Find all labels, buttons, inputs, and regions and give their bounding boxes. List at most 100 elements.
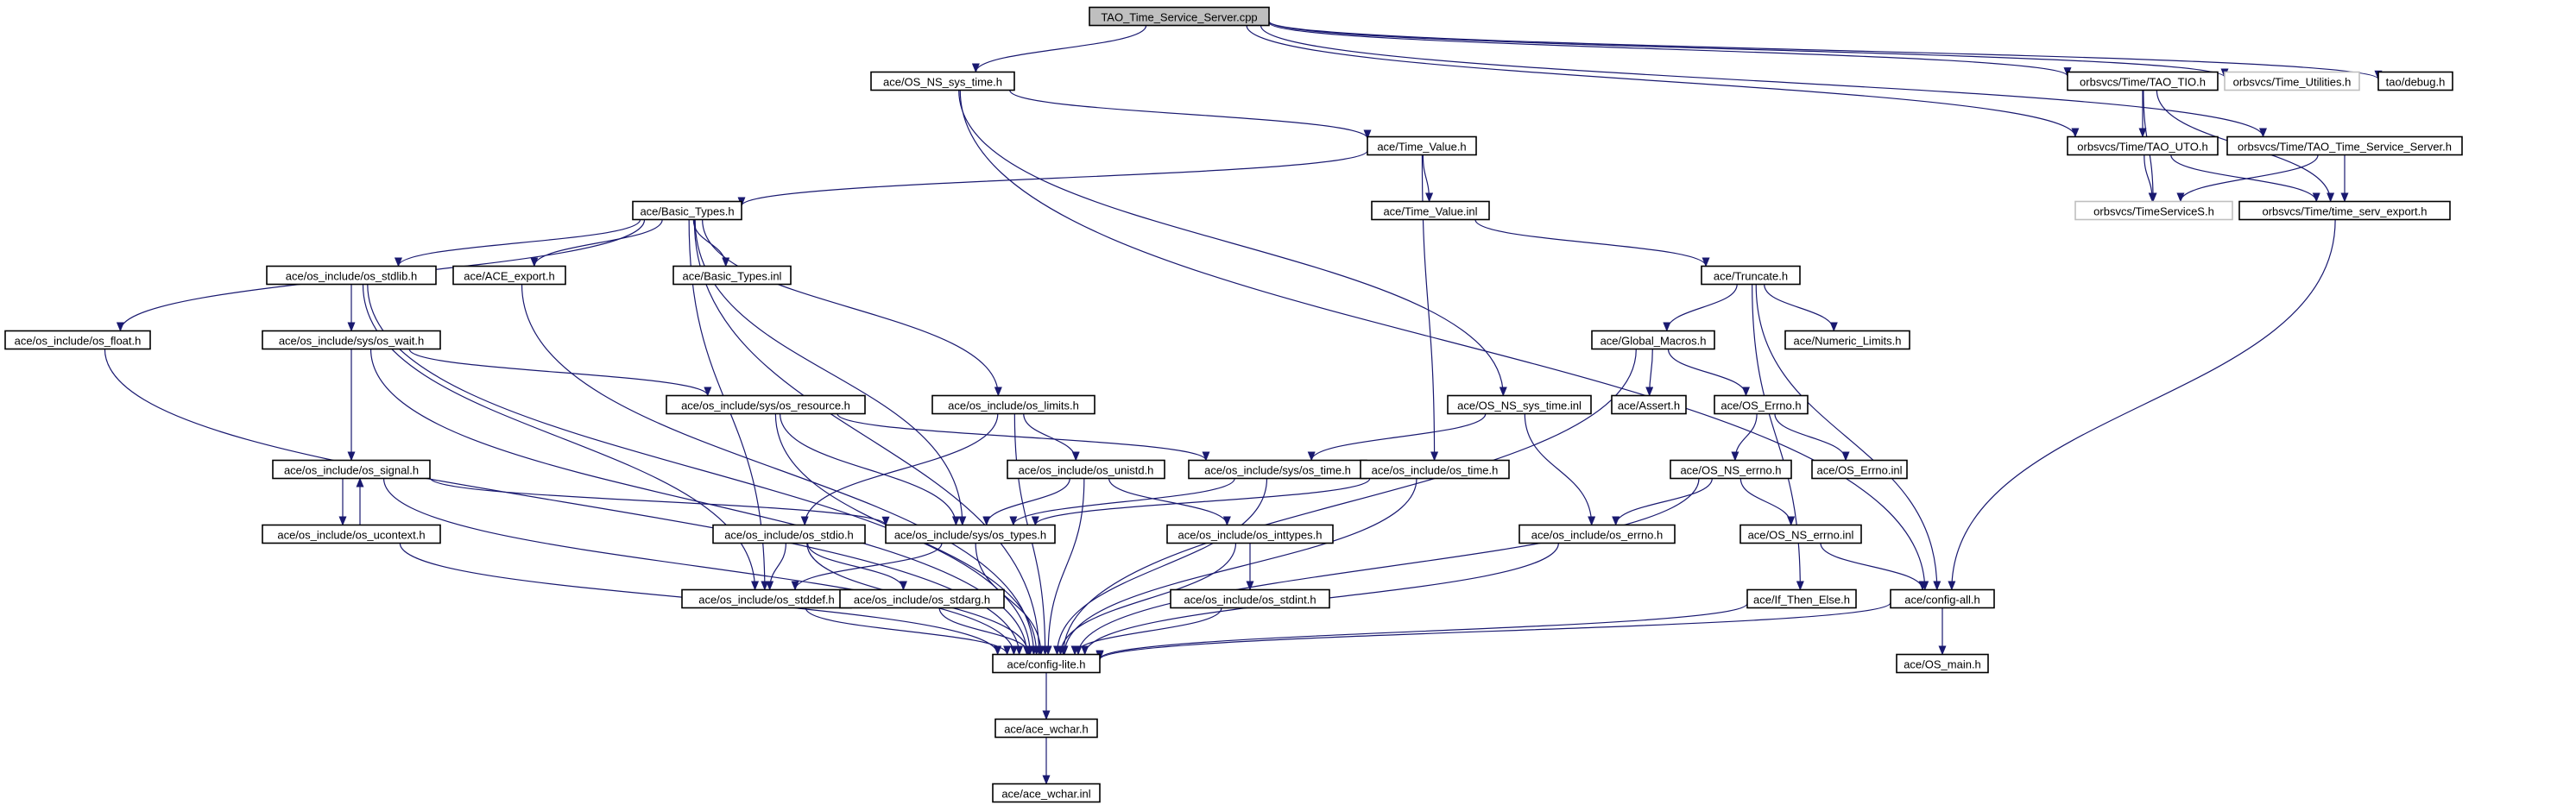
node-os-stddef-h[interactable]: ace/os_include/os_stddef.h <box>681 588 852 609</box>
node-label: ace/os_include/os_stddef.h <box>698 594 835 607</box>
node-os-time-h[interactable]: ace/os_include/os_time.h <box>1360 459 1510 480</box>
node-config-lite-h[interactable]: ace/config-lite.h <box>992 653 1101 674</box>
edge-truncate_h-to-if_then_else_h <box>1752 284 1804 591</box>
node-os-errno-inl[interactable]: ace/OS_Errno.inl <box>1811 459 1908 480</box>
node-tao-uto-h[interactable]: orbsvcs/Time/TAO_UTO.h <box>2067 135 2219 156</box>
node-os-sys-time-h[interactable]: ace/os_include/sys/os_time.h <box>1188 459 1367 480</box>
edge-root-to-tao_tio_h <box>1268 22 2072 78</box>
node-label: orbsvcs/Time/TAO_Time_Service_Server.h <box>2238 141 2452 154</box>
node-label: tao/debug.h <box>2386 76 2446 89</box>
node-box <box>885 524 1056 544</box>
node-os-resource-h[interactable]: ace/os_include/sys/os_resource.h <box>666 394 866 415</box>
edge-time_serv_export_h-to-config_all_h <box>1948 219 2336 591</box>
node-os-unistd-h[interactable]: ace/os_include/os_unistd.h <box>1007 459 1165 480</box>
node-box <box>632 200 742 221</box>
node-label: orbsvcs/Time_Utilities.h <box>2233 76 2352 89</box>
node-label: ace/os_include/sys/os_time.h <box>1204 464 1351 477</box>
node-os-stdlib-h[interactable]: ace/os_include/os_stdlib.h <box>266 265 437 286</box>
node-box <box>1739 524 1862 544</box>
node-debug-h[interactable]: tao/debug.h <box>2377 71 2453 91</box>
node-time-value-h[interactable]: ace/Time_Value.h <box>1367 135 1477 156</box>
node-box <box>994 718 1098 739</box>
node-box <box>1170 588 1330 609</box>
node-assert-h[interactable]: ace/Assert.h <box>1611 394 1687 415</box>
edge-os_resource_h-to-os_sys_time_h <box>837 413 1210 462</box>
edge-os_signal_h-to-os_types_h <box>429 477 890 526</box>
node-label: ace/Time_Value.inl <box>1383 205 1477 218</box>
edge-global_macros_h-to-config_lite_h <box>1059 349 1637 656</box>
edge-os_ns_errno_h-to-os_ns_errno_inl <box>1739 478 1796 526</box>
node-os-errno-h-ace[interactable]: ace/OS_Errno.h <box>1714 394 1809 415</box>
node-os-signal-h[interactable]: ace/os_include/os_signal.h <box>272 459 431 480</box>
node-truncate-h[interactable]: ace/Truncate.h <box>1701 265 1801 286</box>
node-config-all-h[interactable]: ace/config-all.h <box>1890 588 1995 609</box>
node-time-serv-export-h[interactable]: orbsvcs/Time/time_serv_export.h <box>2238 200 2451 221</box>
node-os-ns-errno-h[interactable]: ace/OS_NS_errno.h <box>1670 459 1792 480</box>
node-box <box>262 524 441 544</box>
node-tts-server-h[interactable]: orbsvcs/Time/TAO_Time_Service_Server.h <box>2226 135 2463 156</box>
node-label: ace/Numeric_Limits.h <box>1794 335 1902 348</box>
node-os-inttypes-h[interactable]: ace/os_include/os_inttypes.h <box>1166 524 1334 544</box>
node-box <box>4 330 151 350</box>
node-os-ns-errno-inl[interactable]: ace/OS_NS_errno.inl <box>1739 524 1862 544</box>
node-root[interactable]: TAO_Time_Service_Server.cpp <box>1089 6 1270 27</box>
node-os-float-h[interactable]: ace/os_include/os_float.h <box>4 330 151 350</box>
edge-os_stdio_h-to-os_stdarg_h <box>806 543 907 591</box>
node-label: orbsvcs/TimeServiceS.h <box>2093 205 2214 218</box>
node-box <box>1367 135 1477 156</box>
node-os-ucontext-h[interactable]: ace/os_include/os_ucontext.h <box>262 524 441 544</box>
node-box <box>1360 459 1510 480</box>
node-label: ace/Truncate.h <box>1714 270 1788 283</box>
node-time-value-inl[interactable]: ace/Time_Value.inl <box>1371 200 1490 221</box>
node-os-ns-sys-time-inl[interactable]: ace/OS_NS_sys_time.inl <box>1447 394 1592 415</box>
node-label: ace/ACE_export.h <box>464 270 555 283</box>
node-box <box>1447 394 1592 415</box>
edge-ace_export_h-to-config_lite_h <box>521 284 1038 656</box>
node-basic-types-h[interactable]: ace/Basic_Types.h <box>632 200 742 221</box>
node-global-macros-h[interactable]: ace/Global_Macros.h <box>1591 330 1715 350</box>
edge-os_wait_h-to-os_resource_h <box>408 349 712 397</box>
node-os-stdint-h[interactable]: ace/os_include/os_stdint.h <box>1170 588 1330 609</box>
node-label: ace/Global_Macros.h <box>1601 335 1707 348</box>
edge-root-to-debug_h <box>1268 20 2383 80</box>
node-os-main-h[interactable]: ace/OS_main.h <box>1896 653 1989 674</box>
node-box <box>1089 6 1270 27</box>
node-numeric-limits-h[interactable]: ace/Numeric_Limits.h <box>1784 330 1910 350</box>
edge-os_types_h-to-os_stddef_h <box>791 543 943 591</box>
edge-tao_uto_h-to-timeservices_h <box>2144 154 2156 203</box>
node-ace-wchar-h[interactable]: ace/ace_wchar.h <box>994 718 1098 739</box>
node-label: orbsvcs/Time/time_serv_export.h <box>2263 205 2428 218</box>
node-os-types-h[interactable]: ace/os_include/sys/os_types.h <box>885 524 1056 544</box>
node-tao-tio-h[interactable]: orbsvcs/Time/TAO_TIO.h <box>2067 71 2219 91</box>
node-box <box>1784 330 1910 350</box>
node-os-stdarg-h[interactable]: ace/os_include/os_stdarg.h <box>839 588 1005 609</box>
edge-tts_server_h-to-timeservices_h <box>2176 154 2319 203</box>
node-label: ace/OS_NS_errno.inl <box>1748 529 1854 542</box>
node-os-stdio-h[interactable]: ace/os_include/os_stdio.h <box>712 524 866 544</box>
node-label: ace/Basic_Types.h <box>640 205 734 218</box>
node-ace-export-h[interactable]: ace/ACE_export.h <box>452 265 566 286</box>
node-label: ace/OS_NS_sys_time.inl <box>1457 399 1582 412</box>
node-os-ns-sys-time-h[interactable]: ace/OS_NS_sys_time.h <box>870 71 1015 91</box>
node-label: ace/If_Then_Else.h <box>1753 594 1850 607</box>
node-timeservices-h[interactable]: orbsvcs/TimeServiceS.h <box>2074 200 2233 221</box>
node-if-then-else-h[interactable]: ace/If_Then_Else.h <box>1746 588 1857 609</box>
edge-os_stdlib_h-to-config_lite_h <box>367 284 1034 656</box>
node-os-include-errno-h[interactable]: ace/os_include/os_errno.h <box>1518 524 1676 544</box>
node-label: ace/os_include/os_unistd.h <box>1019 464 1154 477</box>
edge-root-to-tts_server_h <box>1260 25 2267 138</box>
node-os-wait-h[interactable]: ace/os_include/sys/os_wait.h <box>262 330 441 350</box>
edge-os_time_h-to-os_types_h <box>1031 478 1371 526</box>
edge-os_unistd_h-to-os_types_h <box>982 478 1070 526</box>
node-box <box>2238 200 2451 221</box>
node-box <box>2074 200 2233 221</box>
node-label: ace/os_include/os_stdarg.h <box>854 594 990 607</box>
node-label: ace/config-all.h <box>1904 594 1979 607</box>
node-os-limits-h[interactable]: ace/os_include/os_limits.h <box>931 394 1095 415</box>
edge-os_types_h-to-config_lite_h <box>975 543 1045 656</box>
edge-os_stdarg_h-to-config_lite_h <box>938 607 1033 656</box>
node-time-utilities-h[interactable]: orbsvcs/Time_Utilities.h <box>2224 71 2360 91</box>
node-ace-wchar-inl[interactable]: ace/ace_wchar.inl <box>992 783 1101 803</box>
node-label: ace/os_include/os_ucontext.h <box>277 529 425 542</box>
node-basic-types-inl[interactable]: ace/Basic_Types.inl <box>672 265 792 286</box>
